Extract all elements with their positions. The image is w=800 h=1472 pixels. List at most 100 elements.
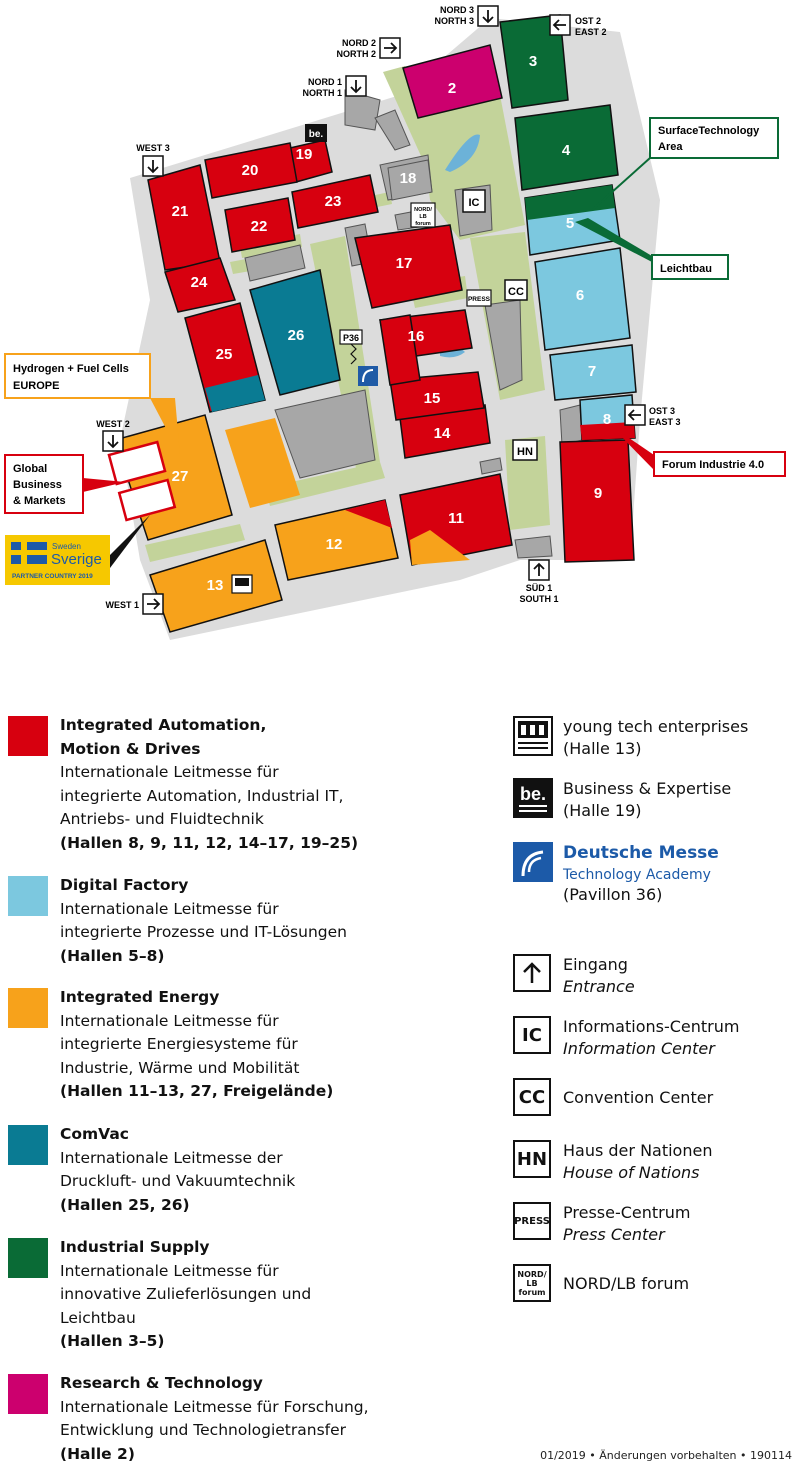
hall-22-label: 22 — [251, 218, 268, 235]
legend-halls: (Hallen 8, 9, 11, 12, 14–17, 19–25) — [60, 833, 359, 852]
hall-15-shape — [389, 371, 485, 421]
svg-text:HN: HN — [517, 446, 533, 458]
deutsche-messe-subtitle: Technology Academy — [563, 867, 711, 883]
svg-text:OST 3: OST 3 — [649, 406, 675, 416]
deutsche-messe-pavillon: (Pavillon 36) — [563, 885, 663, 904]
svg-text:CC: CC — [508, 286, 524, 298]
press-marker: PRESS — [466, 289, 492, 307]
svg-text:EUROPE: EUROPE — [13, 380, 59, 392]
hall-18-shape — [387, 159, 433, 201]
hall-27-label: 27 — [172, 468, 189, 485]
legend-halls: (Hallen 3–5) — [60, 1332, 165, 1350]
young-tech-label: young tech enterprises — [563, 717, 749, 736]
open-air-energy — [225, 418, 300, 508]
hall-6-label: 6 — [576, 287, 584, 304]
svg-text:Global: Global — [13, 463, 47, 475]
legend-desc: integrierte Prozesse und IT-Lösungen — [60, 923, 347, 941]
svg-text:OST 2: OST 2 — [575, 16, 601, 26]
legend-desc: innovative Zulieferlösungen und — [60, 1285, 312, 1303]
svg-text:& Markets: & Markets — [13, 495, 66, 507]
hall-16-link — [379, 314, 421, 386]
cc-label: Convention Center — [563, 1088, 714, 1107]
hall-labels: 2 3 4 5 6 7 8 9 11 12 13 14 15 16 17 18 … — [172, 53, 612, 594]
legend-halls: (Halle 2) — [60, 1444, 135, 1463]
hn-label: Haus der Nationen — [563, 1141, 713, 1160]
callout-hydrogen: Hydrogen + Fuel Cells EUROPE — [4, 353, 180, 455]
hall-21-label: 21 — [172, 203, 189, 220]
hall-9-shape — [559, 439, 635, 563]
hall-3-shape — [499, 14, 569, 109]
be-hall: (Halle 19) — [563, 801, 642, 820]
press-box-icon: PRESS — [513, 1202, 551, 1240]
legend-halls: (Hallen 11–13, 27, Freigelände) — [60, 1082, 334, 1100]
legend-title: Integrated Automation, — [60, 716, 267, 734]
be-label: Business & Expertise — [563, 779, 732, 798]
legend-swatch-magenta — [8, 1374, 48, 1414]
svg-text:forum: forum — [415, 221, 431, 227]
svg-text:WEST 1: WEST 1 — [105, 600, 139, 610]
entrance-nord-2: NORD 2 NORTH 2 — [336, 37, 401, 59]
svg-text:LB: LB — [419, 214, 426, 220]
hall-13-label: 13 — [207, 577, 224, 594]
entrance-label: Eingang — [563, 955, 628, 974]
partner-small: Sweden — [52, 542, 81, 551]
be-logo-icon: be. — [513, 778, 553, 818]
svg-text:SÜD 1: SÜD 1 — [526, 583, 553, 593]
hydrogen-zone — [107, 440, 167, 486]
legend-swatch-lightblue — [8, 876, 48, 916]
legend-swatch-orange — [8, 988, 48, 1028]
hall-20-label: 20 — [242, 162, 259, 179]
callout-surface-technology: SurfaceTechnology Area — [591, 117, 779, 211]
hall-11-label: 11 — [448, 510, 464, 527]
svg-text:NORTH 2: NORTH 2 — [336, 49, 376, 59]
entrance-sued-1: SÜD 1 SOUTH 1 — [519, 559, 559, 604]
hall-18-label: 18 — [400, 170, 417, 187]
fairground-map: 2 3 4 5 6 7 8 9 11 12 13 14 15 16 17 18 … — [4, 5, 786, 640]
legend-desc: Entwicklung und Technologietransfer — [60, 1421, 347, 1439]
footer-note: 01/2019 • Änderungen vorbehalten • 19011… — [540, 1449, 792, 1462]
hall-17-shape — [354, 224, 463, 309]
p36-marker: P36 — [339, 329, 363, 365]
hn-label-en: House of Nations — [563, 1163, 700, 1182]
svg-text:NORD 1: NORD 1 — [308, 77, 342, 87]
hall-5-top — [525, 185, 615, 220]
hall-24-shape — [164, 257, 236, 313]
svg-text:NORD 2: NORD 2 — [342, 38, 376, 48]
legend-title: Research & Technology — [60, 1374, 263, 1392]
entrance-west-1: WEST 1 — [105, 593, 164, 615]
callout-forum-industrie: Forum Industrie 4.0 — [610, 425, 786, 477]
partner-big: Sverige — [51, 551, 102, 568]
legend-desc: Internationale Leitmesse für — [60, 899, 279, 918]
hall-23-shape — [291, 174, 379, 229]
hall-23-label: 23 — [325, 193, 342, 210]
hn-box-icon: HN — [513, 1140, 551, 1178]
svg-text:Forum Industrie 4.0: Forum Industrie 4.0 — [662, 459, 764, 471]
svg-text:NORTH 1: NORTH 1 — [302, 88, 342, 98]
hall-11-energy — [410, 530, 470, 565]
nordlb-box-icon: NORD/ LB forum — [513, 1264, 551, 1302]
be-marker: be. — [305, 124, 327, 142]
hall-5-label: 5 — [566, 215, 574, 232]
hall-16-label: 16 — [408, 328, 425, 345]
hall-12-label: 12 — [326, 536, 343, 553]
legend-desc: Internationale Leitmesse für — [60, 1261, 279, 1280]
young-tech-hall: (Halle 13) — [563, 739, 642, 758]
ic-marker: IC — [462, 189, 486, 213]
ic-box-icon: IC — [513, 1016, 551, 1054]
svg-text:SOUTH 1: SOUTH 1 — [519, 594, 558, 604]
hall-14-label: 14 — [434, 425, 451, 442]
entrance-nord-3: NORD 3 NORTH 3 — [434, 5, 499, 27]
legend-title-2: Motion & Drives — [60, 739, 201, 758]
legend-desc: Antriebs- und Fluidtechnik — [60, 810, 264, 828]
hall-17-label: 17 — [396, 255, 413, 272]
callout-leichtbau: Leichtbau — [575, 218, 729, 280]
hall-6-shape — [534, 247, 631, 351]
hall-4-label: 4 — [562, 142, 571, 159]
legend-swatch-red — [8, 716, 48, 756]
entrance-west-3: WEST 3 — [136, 143, 170, 177]
legend-desc: Industrie, Wärme und Mobilität — [60, 1058, 300, 1077]
svg-text:Hydrogen + Fuel Cells: Hydrogen + Fuel Cells — [13, 363, 129, 375]
cc-box-icon: CC — [513, 1078, 551, 1116]
legend-desc: Internationale Leitmesse für — [60, 1011, 279, 1030]
entrance-west-2: WEST 2 — [96, 419, 130, 452]
